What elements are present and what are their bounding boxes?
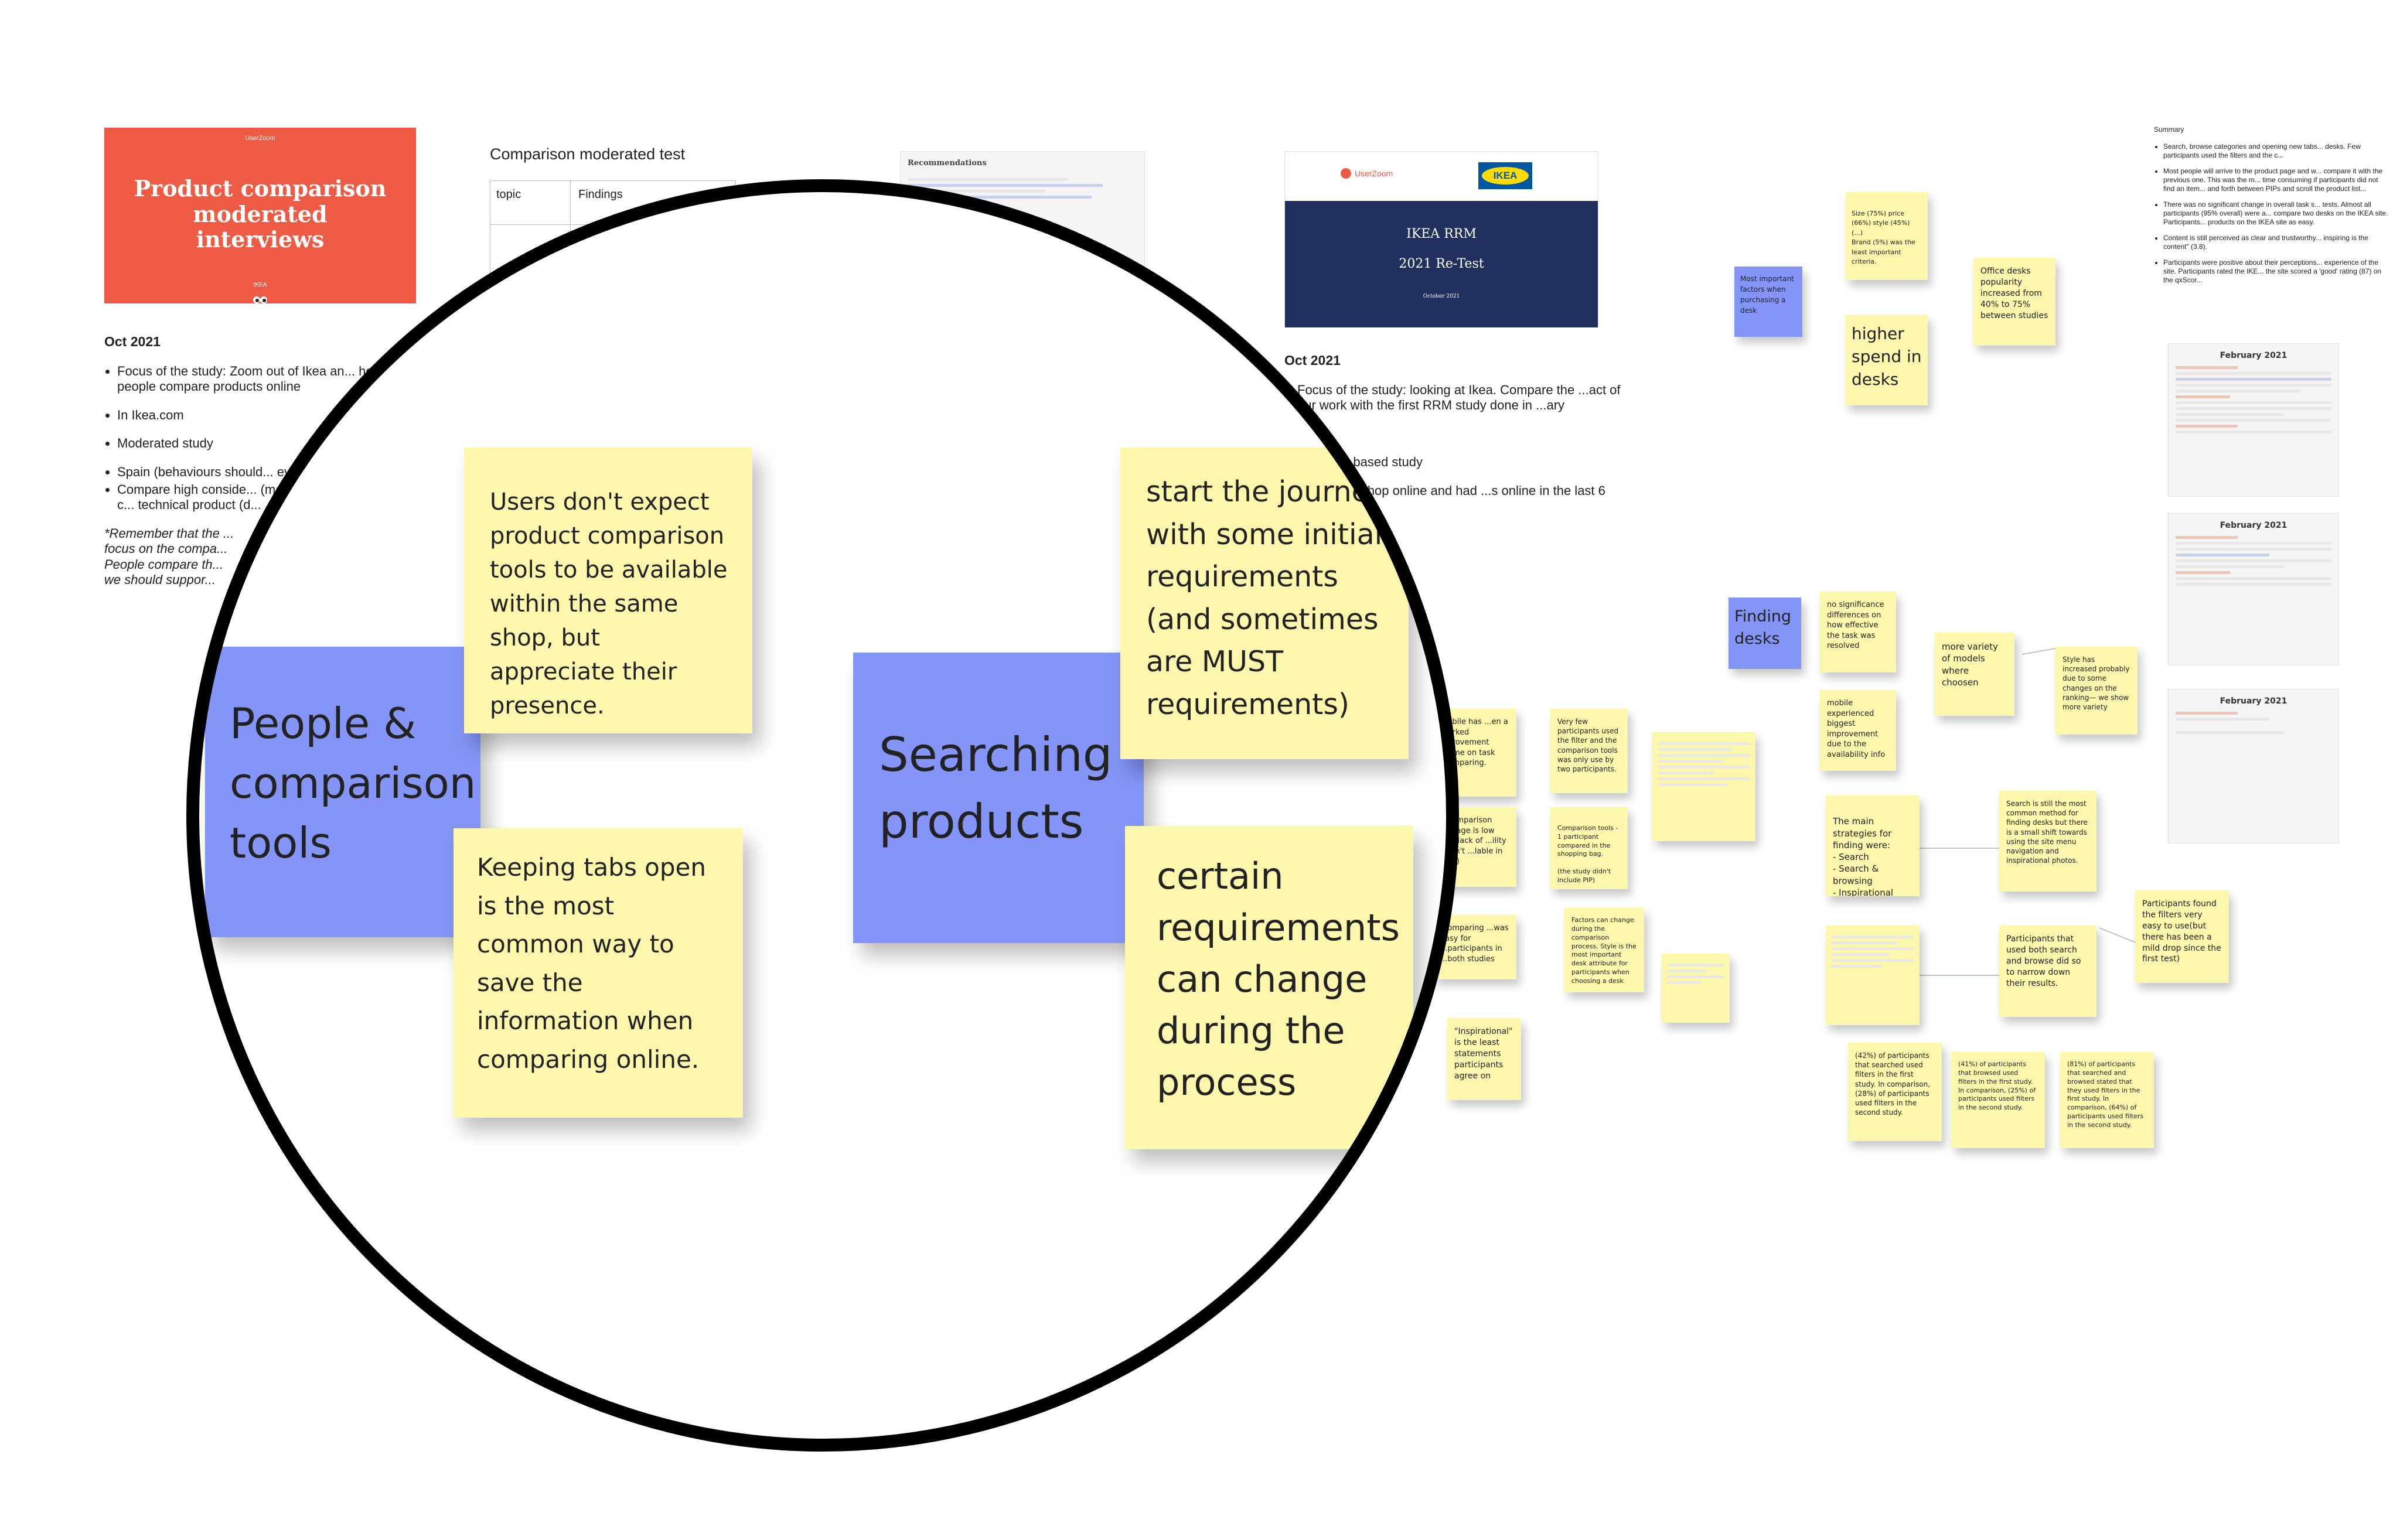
summary-bullet: There was no significant change in overa… bbox=[2163, 200, 2388, 227]
summary-title: Summary bbox=[2154, 125, 2184, 134]
retest-date: October 2021 bbox=[1423, 293, 1460, 299]
sticky-note[interactable]: The main strategies for finding were: - … bbox=[1826, 795, 1920, 896]
ikea-logo: IKEA bbox=[1478, 162, 1532, 189]
sticky-note[interactable]: Most important factors when purchasing a… bbox=[1734, 267, 1802, 337]
sticky-note[interactable]: more variety of models where choosen bbox=[1935, 633, 2014, 716]
people-comparison-tools-label[interactable]: People & comparison tools bbox=[205, 647, 480, 937]
sticky-note[interactable]: Comparison tools - 1 participant compare… bbox=[1550, 807, 1628, 889]
comparison-table-title: Comparison moderated test bbox=[490, 145, 686, 163]
summary-bullet: Most people will arrive to the product p… bbox=[2163, 167, 2388, 193]
sticky-note[interactable]: (81%) of participants that searched and … bbox=[2060, 1052, 2154, 1148]
feb-report-doc[interactable]: February 2021 bbox=[2168, 343, 2339, 497]
sticky-note[interactable]: mobile experienced biggest improvement d… bbox=[1820, 690, 1896, 771]
retest-cover-card[interactable]: UserZoom IKEA IKEA RRM 2021 Re-Test Octo… bbox=[1284, 151, 1598, 327]
sticky-note[interactable]: Participants found the filters very easy… bbox=[2135, 890, 2229, 983]
left-summary-date: Oct 2021 bbox=[104, 334, 161, 349]
summary-bullet: Content is still perceived as clear and … bbox=[2163, 234, 2388, 251]
sticky-note[interactable]: Style has increased probably due to some… bbox=[2055, 647, 2138, 735]
right-bullet: ...om bbox=[1297, 426, 1636, 442]
sticky-note-change[interactable]: certain requirements can change during t… bbox=[1125, 826, 1413, 1149]
userzoom-logo: UserZoom bbox=[1341, 168, 1393, 179]
sticky-note[interactable]: Very few participants used the filter an… bbox=[1550, 709, 1628, 793]
left-bullet: Focus of the study: Zoom out of Ikea an.… bbox=[117, 364, 386, 395]
sticky-note[interactable]: "Inspirational" is the least statements … bbox=[1447, 1018, 1521, 1100]
sticky-note[interactable]: Office desks popularity increased from 4… bbox=[1973, 258, 2055, 346]
sticky-note[interactable]: no significance differences on how effec… bbox=[1820, 592, 1896, 672]
left-bullet: In Ikea.com bbox=[117, 408, 386, 423]
sticky-note[interactable]: higher spend in desks bbox=[1846, 315, 1928, 405]
sticky-note-tabs[interactable]: Keeping tabs open is the most common way… bbox=[454, 828, 743, 1118]
sticky-note[interactable]: Size (75%) price (66%) style (45%) (...)… bbox=[1846, 192, 1928, 280]
cover-title: Product comparison moderated interviews bbox=[134, 175, 387, 253]
retest-subtitle: 2021 Re-Test bbox=[1399, 257, 1484, 271]
zoom-magnifier: People & comparison tools Users don't ex… bbox=[186, 179, 1459, 1452]
sticky-note[interactable] bbox=[1826, 926, 1920, 1025]
sticky-note[interactable]: (42%) of participants that searched used… bbox=[1848, 1043, 1942, 1141]
sticky-note[interactable]: Finding desks bbox=[1729, 597, 1801, 669]
cover-brand: IKEA bbox=[253, 282, 267, 289]
summary-bullet: Search, browse categories and opening ne… bbox=[2163, 142, 2388, 160]
sticky-note[interactable]: Search is still the most common method f… bbox=[1999, 791, 2096, 892]
sticky-note[interactable] bbox=[1652, 732, 1755, 841]
sticky-note[interactable] bbox=[1662, 954, 1730, 1023]
recommendations-title: Recommendations bbox=[908, 159, 987, 168]
sticky-note[interactable]: Participants that used both search and b… bbox=[1999, 926, 2096, 1017]
sticky-note[interactable]: (41%) of participants that browsed used … bbox=[1951, 1052, 2045, 1148]
retest-title: IKEA RRM bbox=[1406, 227, 1477, 241]
feb-report-doc[interactable]: February 2021 bbox=[2168, 689, 2339, 844]
right-summary-date: Oct 2021 bbox=[1284, 353, 1341, 368]
userzoom-eyes-icon bbox=[1341, 168, 1351, 179]
summary-panel: Summary Search, browse categories and op… bbox=[2154, 125, 2388, 285]
eyes-icon bbox=[104, 295, 416, 306]
userzoom-logo: UserZoom bbox=[245, 135, 275, 142]
sticky-note[interactable]: Factors can change during the comparison… bbox=[1564, 908, 1644, 992]
sticky-note-expect[interactable]: Users don't expect product comparison to… bbox=[464, 448, 752, 733]
searching-products-label[interactable]: Searching products bbox=[853, 653, 1144, 943]
table-header-findings: Findings bbox=[578, 188, 623, 201]
right-bullet: Focus of the study: looking at Ikea. Com… bbox=[1297, 383, 1636, 414]
sticky-note-journey[interactable]: start the journey with some initial requ… bbox=[1120, 448, 1409, 759]
study-cover-card[interactable]: UserZoom Product comparison moderated in… bbox=[104, 128, 416, 306]
feb-report-doc[interactable]: February 2021 bbox=[2168, 513, 2339, 665]
table-header-topic: topic bbox=[496, 188, 521, 201]
summary-bullet: Participants were positive about their p… bbox=[2163, 258, 2388, 285]
left-summary-note: *Remember that the ... focus on the comp… bbox=[104, 525, 234, 587]
